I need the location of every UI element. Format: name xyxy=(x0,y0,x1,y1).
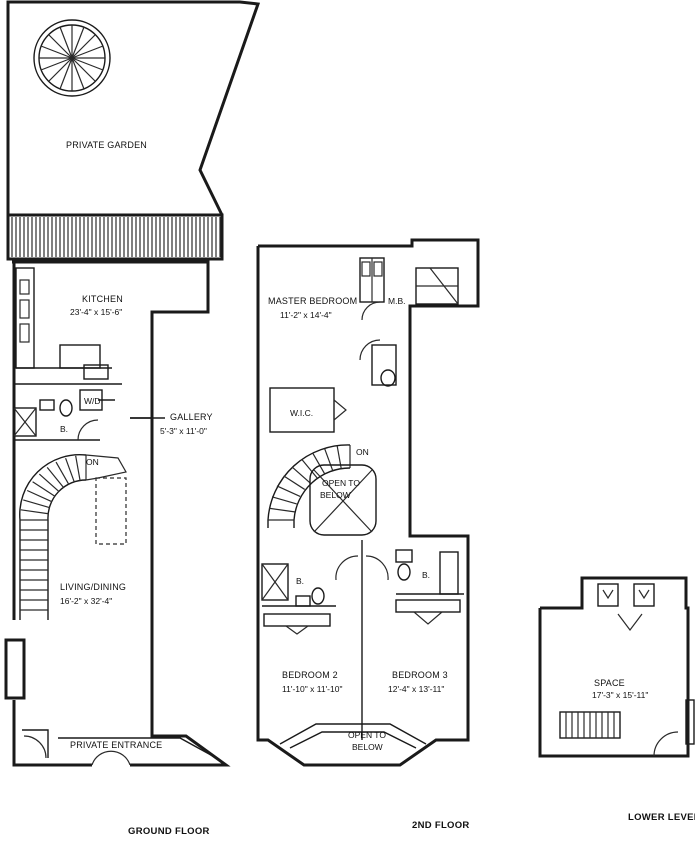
door-arc xyxy=(335,555,359,581)
space-dimension: 17'-3" x 15'-11" xyxy=(592,690,648,700)
entrance-steps xyxy=(22,729,221,766)
garden-outline xyxy=(6,0,261,216)
open-to-below-line-2: BELOW xyxy=(320,490,351,500)
private-entrance-label: PRIVATE ENTRANCE xyxy=(70,740,162,750)
bedroom-3-label: BEDROOM 3 xyxy=(392,670,448,680)
walk-in-closet xyxy=(269,387,347,433)
second-floor-outline xyxy=(256,238,480,767)
garden-label: PRIVATE GARDEN xyxy=(66,140,147,150)
living-dining-label: LIVING/DINING xyxy=(60,582,126,592)
garden-tree-icon xyxy=(33,19,111,97)
bath-3-label: B. xyxy=(422,570,430,580)
space-label: SPACE xyxy=(594,678,625,688)
open-to-below-line-1: OPEN TO xyxy=(322,478,360,488)
bedroom-3-dimension: 12'-4" x 13'-11" xyxy=(388,684,444,694)
kitchen-counters xyxy=(15,267,112,380)
open-to-below-line-3: OPEN TO xyxy=(348,730,386,740)
washer-dryer-label: W/D xyxy=(84,396,101,406)
living-dining-dimension: 16'-2" x 32'-4" xyxy=(60,596,112,606)
ground-bath-label: B. xyxy=(60,424,68,434)
kitchen-dimension: 23'-4" x 15'-6" xyxy=(70,307,122,317)
kitchen-label: KITCHEN xyxy=(82,294,123,304)
bath-2-label: B. xyxy=(296,576,304,586)
pergola-hatch xyxy=(6,213,224,261)
open-to-below-line-4: BELOW xyxy=(352,742,383,752)
bottom-open-to-below xyxy=(279,723,427,749)
gallery-label: GALLERY xyxy=(170,412,213,422)
stair-on-label: ON xyxy=(86,457,99,467)
second-spiral-stair xyxy=(267,444,377,536)
lower-level-caption: LOWER LEVEL xyxy=(628,812,695,823)
second-stair-on-label: ON xyxy=(356,447,369,457)
master-bedroom-label: MASTER BEDROOM xyxy=(268,296,357,306)
second-floor-plan xyxy=(256,238,480,767)
master-bath-fixtures xyxy=(359,257,459,387)
bedroom-2-dimension: 11'-10" x 11'-10" xyxy=(282,684,342,694)
side-window xyxy=(4,638,26,700)
walk-in-closet-label: W.I.C. xyxy=(290,408,313,418)
lower-stair xyxy=(559,711,621,739)
ground-floor-caption: GROUND FLOOR xyxy=(128,826,210,837)
door-arc xyxy=(365,555,389,581)
bath-bedroom-2 xyxy=(261,563,336,635)
gallery-dimension: 5'-3" x 11'-0" xyxy=(160,426,207,436)
bath-bedroom-3 xyxy=(395,549,464,625)
ground-floor-plan xyxy=(4,0,261,767)
second-floor-caption: 2ND FLOOR xyxy=(412,820,470,831)
master-bath-label: M.B. xyxy=(388,296,405,306)
lower-level-plan xyxy=(538,576,695,758)
lower-level-outline xyxy=(538,576,690,758)
bedroom-2-label: BEDROOM 2 xyxy=(282,670,338,680)
ground-spiral-stair xyxy=(19,453,127,620)
master-bedroom-dimension: 11'-2" x 14'-4" xyxy=(280,310,332,320)
